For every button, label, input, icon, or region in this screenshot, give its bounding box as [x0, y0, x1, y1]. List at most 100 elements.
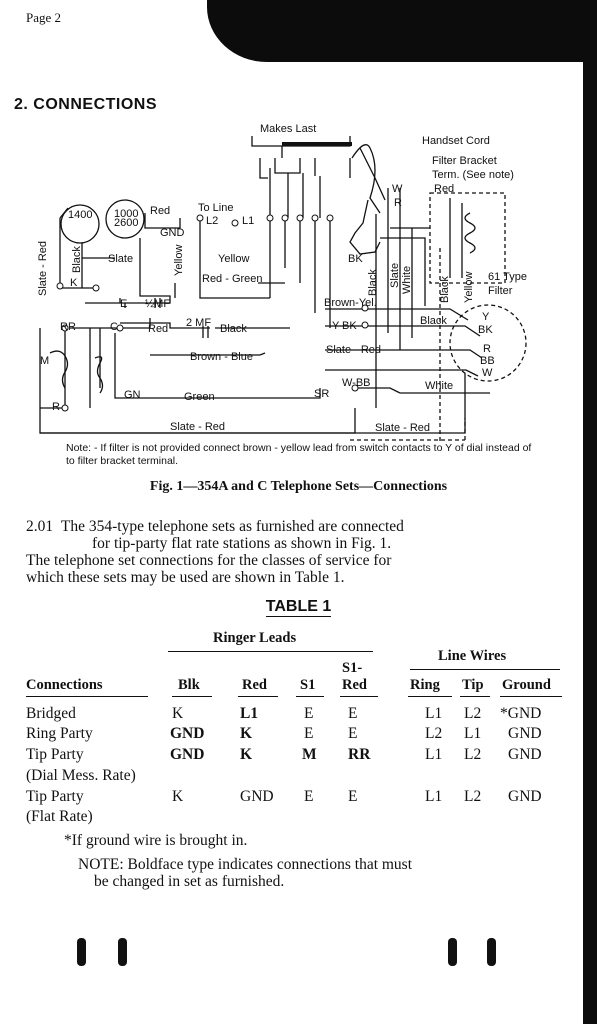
row1-blk: K	[172, 705, 184, 722]
row3-ring: L1	[425, 746, 443, 763]
paragraph-line-4: which these sets may be used are shown i…	[26, 569, 345, 586]
paragraph-number: 2.01	[26, 518, 54, 535]
k-label: K	[70, 277, 78, 289]
row3-tip: L2	[464, 746, 482, 763]
y-dial-label: Y	[482, 311, 490, 323]
header-red: Red	[242, 677, 267, 693]
e-label: E	[120, 298, 127, 310]
filter-type-label-1: 61 Type	[488, 271, 527, 283]
handset-cord-label: Handset Cord	[422, 135, 490, 147]
black-right-label: Black	[420, 315, 447, 327]
paragraph-line-2: for tip-party flat rate stations as show…	[92, 535, 392, 552]
row1-ring: L1	[425, 705, 443, 722]
diagram-note: Note: - If filter is not provided connec…	[66, 442, 532, 467]
hookswitch-bar	[282, 142, 352, 146]
header-ring: Ring	[410, 677, 440, 693]
bk-label: BK	[348, 253, 363, 265]
boldface-note-line-1: NOTE: Boldface type indicates connection…	[78, 856, 413, 873]
row4-ring: L1	[425, 788, 443, 805]
black-cap-label: Black	[220, 323, 247, 335]
rule-ground	[500, 696, 562, 698]
row3-red: K	[240, 746, 253, 763]
ringer-marking-2: 1000	[114, 208, 138, 220]
row1-ground: *GND	[500, 705, 542, 722]
w-dial-label: W	[482, 367, 493, 379]
header-ground: Ground	[502, 677, 551, 693]
row4-connection-detail: (Flat Rate)	[26, 808, 93, 825]
black-vertical-label-3: Black	[439, 276, 451, 303]
binder-hole-3	[448, 938, 457, 966]
rule-ring	[408, 696, 452, 698]
row3-s1-red: RR	[348, 746, 371, 763]
rule-ringer-group	[168, 651, 373, 653]
brown-yel-label: Brown-Yel.	[324, 297, 377, 309]
sr-label: SR	[314, 388, 329, 400]
paragraph-2-01: 2.01 The 354-type telephone sets as furn…	[26, 518, 550, 586]
yellow-vertical-label-2: Yellow	[463, 272, 475, 303]
row2-blk: GND	[170, 725, 205, 742]
white-right-label: White	[425, 380, 453, 392]
red-top-label: Red	[434, 183, 454, 195]
row1-s1: E	[304, 705, 314, 722]
row3-connection-detail: (Dial Mess. Rate)	[26, 767, 136, 784]
footnote-ground-wire: *If ground wire is brought in.	[64, 832, 248, 849]
yellow-label: Yellow	[218, 253, 249, 265]
black-vertical-label: Black	[71, 246, 83, 273]
black-vertical-label-2: Black	[367, 269, 379, 296]
slate-label: Slate	[108, 253, 133, 265]
slate-red-bottom-label-2: Slate - Red	[375, 422, 430, 434]
row1-tip: L2	[464, 705, 482, 722]
wiring-diagram: Makes Last Handset Cord Filter Bracket T…	[37, 123, 527, 443]
rule-s1-red	[340, 696, 378, 698]
ringer-gong-right	[105, 199, 145, 239]
rule-s1	[296, 696, 324, 698]
red-cap-label: Red	[148, 323, 168, 335]
filter-type-label-2: Filter	[488, 285, 513, 297]
filter-bracket-label-2: Term. (See note)	[432, 169, 514, 181]
header-connections: Connections	[26, 677, 103, 693]
row3-s1: M	[302, 746, 317, 763]
header-s1: S1	[300, 677, 316, 693]
red-ringer-label: Red	[150, 205, 170, 217]
header-tip: Tip	[462, 677, 484, 693]
rule-connections	[26, 696, 148, 698]
row1-s1-red: E	[348, 705, 358, 722]
row2-s1-red: E	[348, 725, 358, 742]
row4-s1-red: E	[348, 788, 358, 805]
row4-connection: Tip Party	[26, 788, 84, 805]
page-number: Page 2	[26, 10, 62, 25]
binder-hole-1	[77, 938, 86, 966]
m-label: M	[40, 355, 49, 367]
half-mf-label: ½MF	[145, 298, 170, 310]
group-header-line-wires: Line Wires	[438, 648, 507, 664]
rule-red	[238, 696, 278, 698]
r-dial-label: R	[483, 343, 491, 355]
y-bk-label: Y-BK	[332, 320, 357, 332]
row3-connection: Tip Party	[26, 746, 84, 763]
bk-dial-label: BK	[478, 324, 493, 336]
l2-label: L2	[206, 215, 218, 227]
row3-ground: GND	[508, 746, 542, 763]
row2-connection: Ring Party	[26, 725, 93, 742]
rr-label: RR	[60, 321, 76, 333]
table-title: TABLE 1	[265, 598, 332, 617]
filter-bracket-label-1: Filter Bracket	[432, 155, 497, 167]
green-label: Green	[184, 391, 215, 403]
ringer-marking-1: 1400	[68, 209, 92, 221]
figure-caption: Fig. 1—354A and C Telephone Sets—Connect…	[149, 479, 448, 494]
row1-connection: Bridged	[26, 705, 76, 722]
row2-ring: L2	[425, 725, 443, 742]
brown-blue-label: Brown - Blue	[190, 351, 253, 363]
header-s1-red-bottom: Red	[342, 677, 367, 693]
row4-ground: GND	[508, 788, 542, 805]
w-label: W	[392, 183, 403, 195]
yellow-vertical-label: Yellow	[173, 245, 185, 276]
row2-red: K	[240, 725, 253, 742]
row4-red: GND	[240, 788, 274, 805]
row4-tip: L2	[464, 788, 482, 805]
paragraph-line-3: The telephone set connections for the cl…	[26, 552, 392, 569]
page-edge-shadow	[583, 58, 597, 1024]
makes-last-label: Makes Last	[260, 123, 316, 135]
to-line-label: To Line	[198, 202, 233, 214]
red-green-label: Red - Green	[202, 273, 263, 285]
